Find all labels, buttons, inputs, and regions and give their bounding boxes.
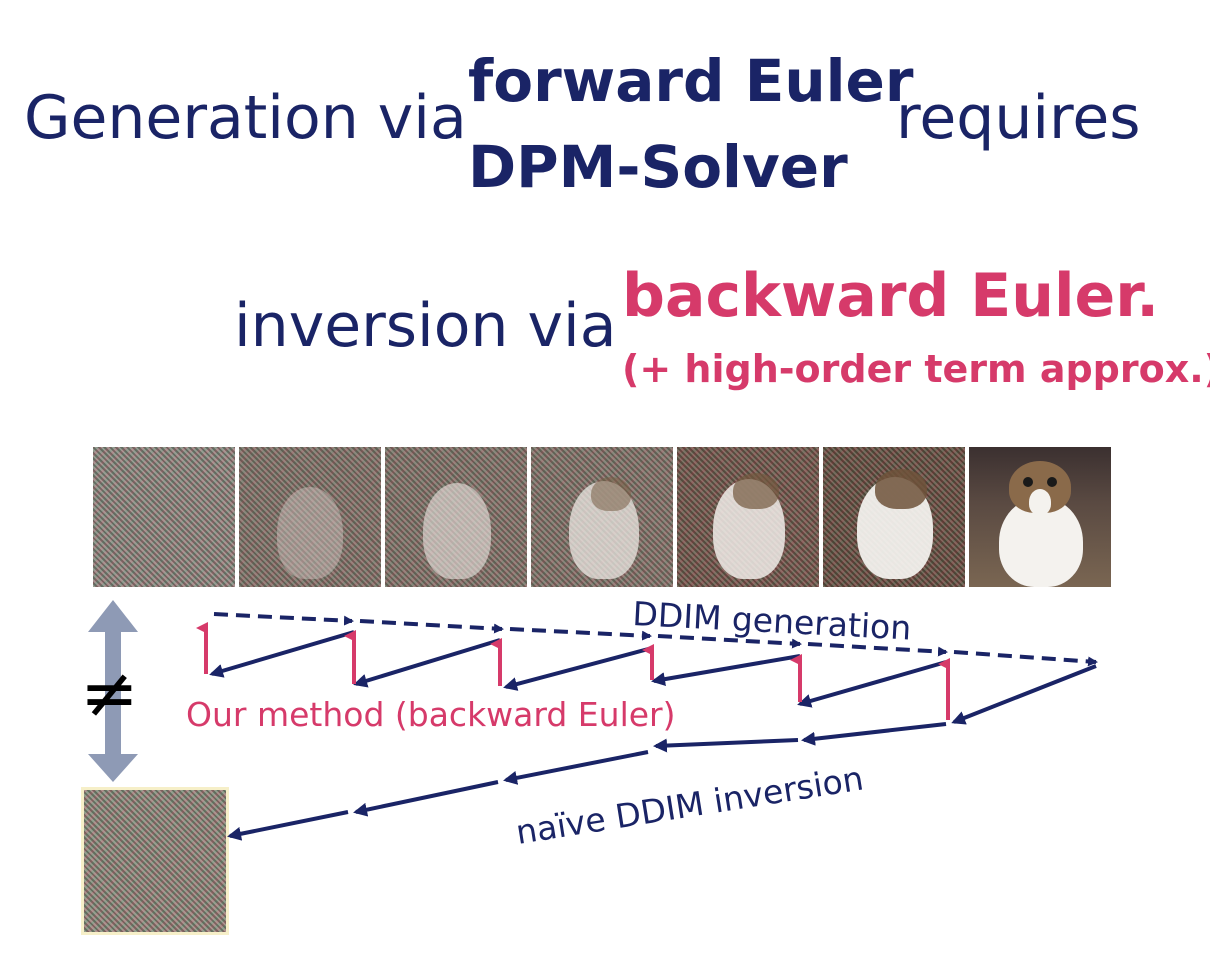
ddim-generation-arrows [213, 612, 1098, 667]
high-order-text: (+ high-order term approx.) [622, 347, 1210, 391]
noise-frame-5 [677, 447, 819, 587]
denoising-strip [93, 447, 1111, 587]
cat-photo [969, 447, 1111, 587]
correction-arrows [196, 622, 950, 720]
naive-inversion-arrows [227, 722, 947, 841]
our-method-label: Our method (backward Euler) [186, 695, 676, 734]
requires-text: requires [896, 83, 1141, 153]
double-arrow-icon [88, 600, 138, 782]
inverted-noise-image [81, 787, 229, 935]
our-method-arrows [209, 630, 1097, 725]
noise-frame-6 [823, 447, 965, 587]
inversion-via-text: inversion via [234, 291, 617, 361]
not-equal-icon: ≠ [80, 652, 139, 734]
backward-euler-text: backward Euler. [622, 261, 1160, 331]
naive-inversion-label: naïve DDIM inversion [513, 758, 866, 851]
generation-via-text: Generation via [24, 83, 467, 153]
noise-frame-2 [239, 447, 381, 587]
ddim-generation-label: DDIM generation [632, 594, 913, 648]
dpm-solver-text: DPM-Solver [468, 133, 848, 201]
noise-frame-4 [531, 447, 673, 587]
forward-euler-text: forward Euler [468, 47, 914, 115]
noise-frame-1 [93, 447, 235, 587]
noise-frame-3 [385, 447, 527, 587]
